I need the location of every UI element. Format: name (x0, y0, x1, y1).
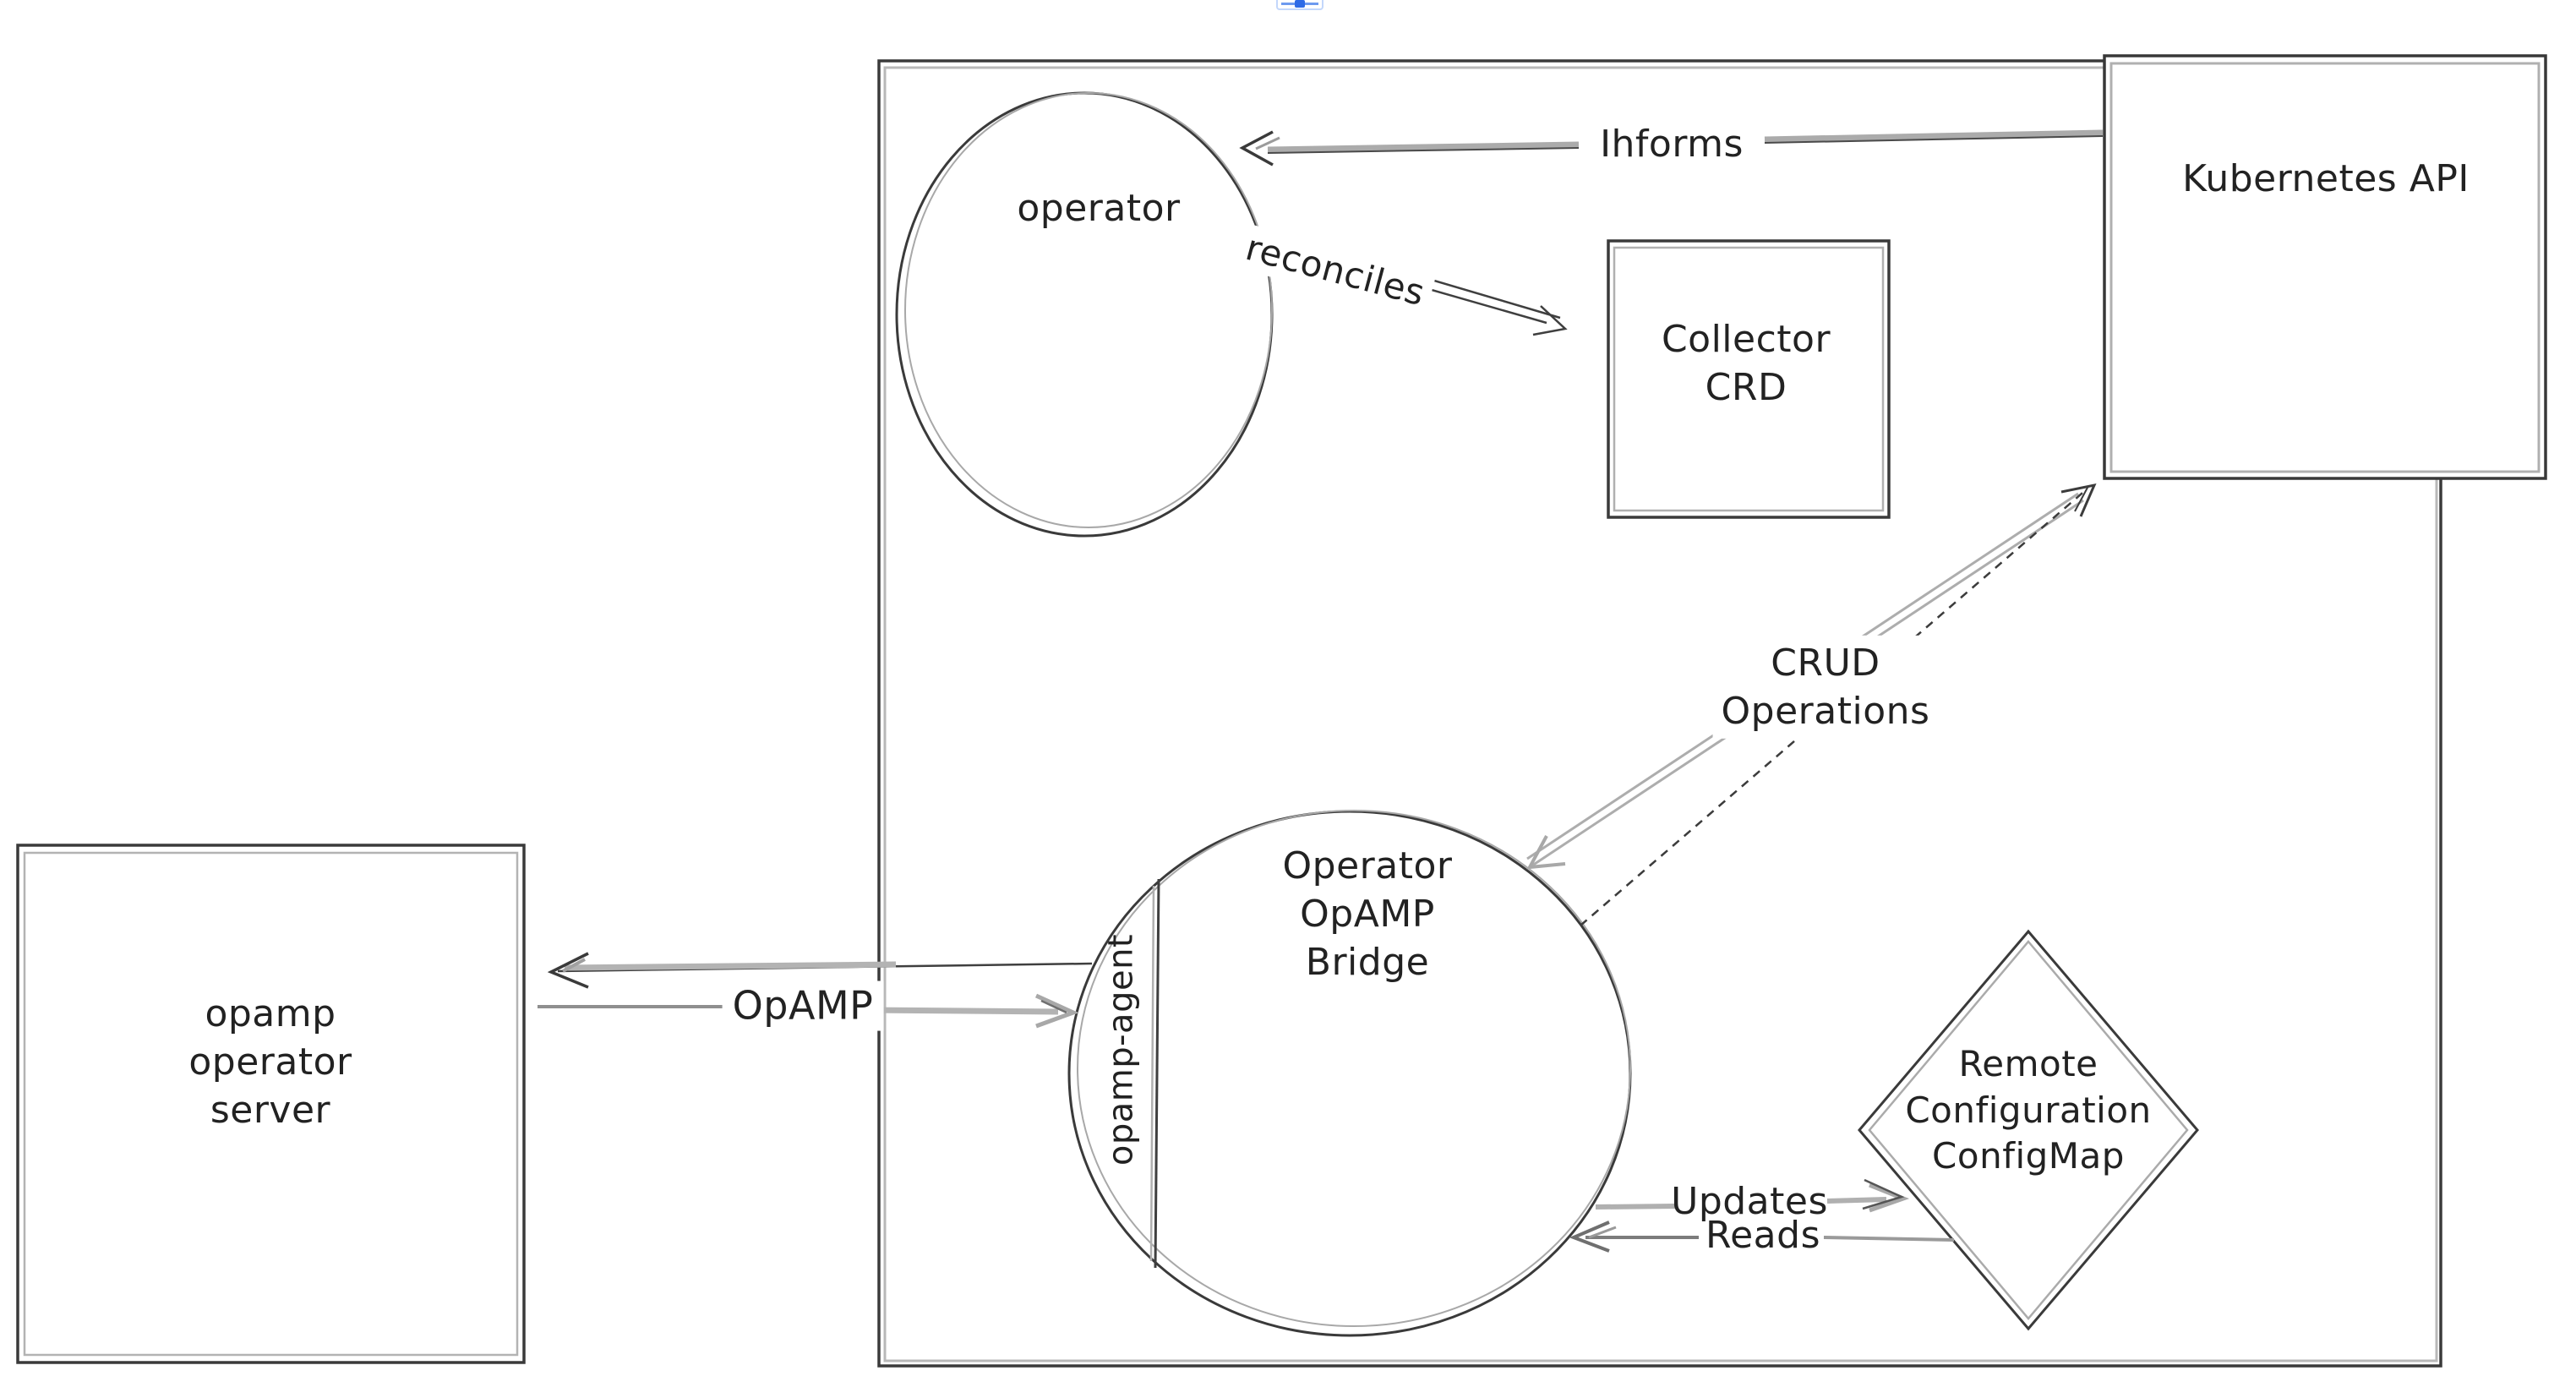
operator-circle-label: operator (1017, 186, 1181, 230)
blue-selection-handle-icon[interactable] (1276, 0, 1323, 10)
remote-configmap-label: Remote Configuration ConfigMap (1905, 1043, 2152, 1177)
informs-edge-label: Ihforms (1588, 118, 1755, 171)
opamp-left-arrow (547, 952, 1093, 989)
opamp-server-box-echo (23, 851, 519, 1357)
opamp-bridge-circle-echo (1077, 810, 1631, 1327)
updates-arrow (1595, 1178, 1910, 1213)
opamp-agent-chord (1154, 878, 1160, 1269)
kubernetes-api-label: Kubernetes API (2182, 156, 2470, 200)
opamp-edge-label: OpAMP (722, 980, 884, 1031)
opamp-bridge-label: Operator OpAMP Bridge (1282, 844, 1453, 985)
collector-crd-box-echo (1613, 246, 1885, 512)
operator-circle-echo (904, 92, 1273, 528)
reconciles-arrowhead-icon (1532, 305, 1568, 336)
remote-configmap-diamond (1858, 929, 2199, 1331)
updates-arrowhead-icon (1869, 1182, 1910, 1213)
operator-circle (895, 91, 1274, 538)
informs-arrow (1239, 129, 2104, 167)
crud-gray-arrowhead-icon (1526, 835, 1566, 870)
kubernetes-api-box (2103, 54, 2547, 480)
kubernetes-api-box-echo (2109, 62, 2541, 473)
opamp-agent-label: opamp-agent (1101, 933, 1141, 1166)
informs-arrowhead-icon (1239, 130, 1274, 167)
opamp-right-arrow (538, 993, 1079, 1029)
opamp-server-box (16, 844, 526, 1364)
reads-arrowhead-icon (1569, 1221, 1610, 1253)
reads-arrow (1569, 1221, 1955, 1253)
cluster-boundary-echo (883, 66, 2438, 1363)
opamp-server-label: opamp operator server (188, 992, 352, 1133)
remote-configmap-diamond-echo (1868, 940, 2189, 1320)
opamp-agent-chord-echo (1149, 885, 1155, 1262)
opamp-right-arrowhead-icon (1034, 993, 1079, 1029)
crud-operations-edge-label: CRUD Operations (1712, 635, 1939, 740)
reads-edge-label: Reads (1706, 1213, 1820, 1257)
updates-edge-label: Updates (1671, 1179, 1828, 1223)
collector-crd-box (1607, 239, 1891, 519)
crud-dashed-arrowhead-icon (2060, 483, 2097, 517)
collector-crd-label: Collector CRD (1661, 317, 1831, 409)
opamp-left-arrowhead-icon (547, 952, 589, 989)
